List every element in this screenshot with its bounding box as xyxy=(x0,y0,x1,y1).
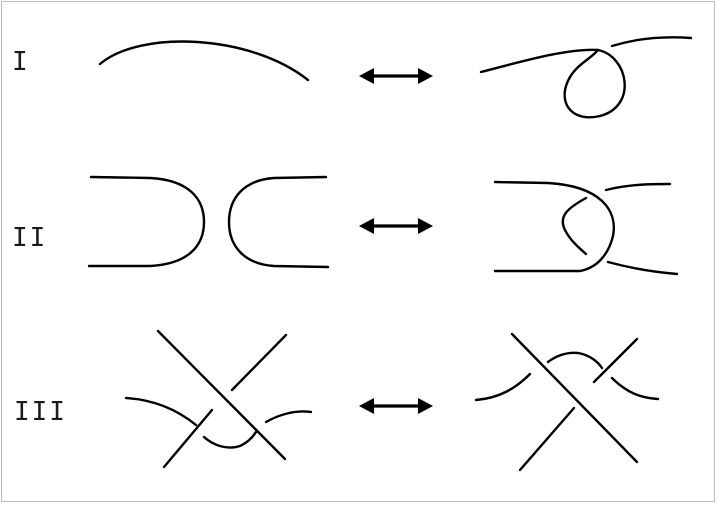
move-2-overlapping-strands xyxy=(493,180,679,276)
move-2-left-strand xyxy=(87,175,206,268)
move-3-left-crossing xyxy=(124,329,313,469)
move-1-left-arc xyxy=(98,40,310,82)
move-3-label: III xyxy=(14,397,67,427)
move-3-group: III xyxy=(14,329,660,472)
move-2-group: II xyxy=(12,175,679,276)
move-2-equivalence-arrow xyxy=(359,218,433,234)
move-1-group: I xyxy=(12,36,693,119)
move-1-twisted-strand xyxy=(479,36,693,119)
move-1-equivalence-arrow xyxy=(359,68,433,84)
move-3-right-crossing xyxy=(474,332,660,472)
move-1-label: I xyxy=(12,47,30,77)
move-3-equivalence-arrow xyxy=(359,398,433,414)
move-2-label: II xyxy=(12,223,47,253)
move-2-right-strand xyxy=(227,175,330,269)
